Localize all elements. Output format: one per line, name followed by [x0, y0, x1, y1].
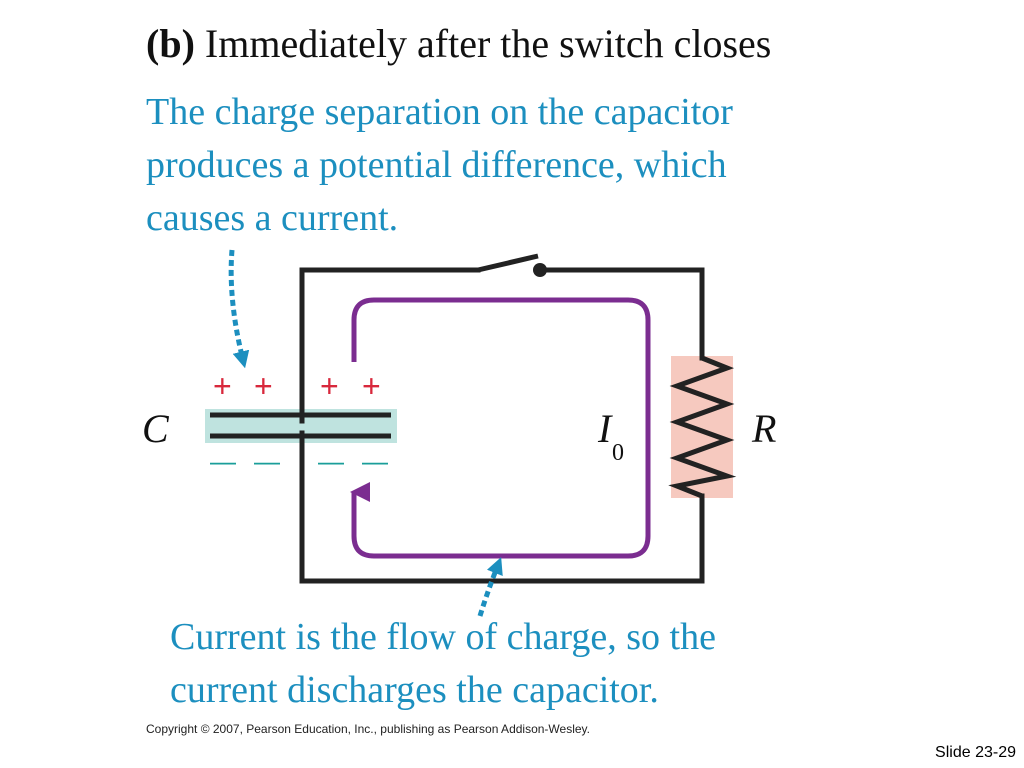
- pointer-arrow-current: [477, 557, 503, 617]
- current-path: [350, 297, 651, 559]
- current-subscript: 0: [612, 440, 624, 466]
- minus-charges: — — — —: [210, 446, 388, 476]
- minus-charge: —: [318, 446, 344, 476]
- caption-top-line-2: produces a potential difference, which: [146, 144, 727, 186]
- resistor-zigzag: [668, 355, 737, 499]
- plus-charge: +: [254, 368, 273, 404]
- caption-top-line-3: causes a current.: [146, 197, 399, 239]
- plus-charge: +: [213, 368, 232, 404]
- copyright-text: Copyright © 2007, Pearson Education, Inc…: [146, 722, 590, 736]
- minus-charge: —: [254, 446, 280, 476]
- capacitor-label: C: [142, 406, 170, 451]
- caption-bottom-line-2: current discharges the capacitor.: [170, 669, 659, 711]
- caption-bottom-line-1: Current is the flow of charge, so the: [170, 616, 716, 658]
- resistor-label: R: [751, 406, 776, 451]
- slide-number: Slide 23-29: [935, 744, 1016, 761]
- circuit-wires: [299, 267, 705, 584]
- plus-charges: + + + +: [213, 368, 381, 404]
- switch: [477, 253, 547, 277]
- title-part: (b): [146, 21, 195, 66]
- capacitor-plates: [210, 412, 391, 439]
- minus-charge: —: [362, 446, 388, 476]
- pointer-arrow-capacitor: [228, 249, 250, 369]
- minus-charge: —: [210, 446, 236, 476]
- title-text: Immediately after the switch closes: [194, 21, 772, 66]
- caption-bottom: Current is the flow of charge, so the cu…: [170, 611, 716, 717]
- plus-charge: +: [362, 368, 381, 404]
- plus-charge: +: [320, 368, 339, 404]
- slide-title: (b) Immediately after the switch closes: [146, 20, 771, 67]
- current-label: I: [597, 406, 613, 451]
- caption-top: The charge separation on the capacitor p…: [146, 86, 733, 245]
- caption-top-line-1: The charge separation on the capacitor: [146, 91, 733, 133]
